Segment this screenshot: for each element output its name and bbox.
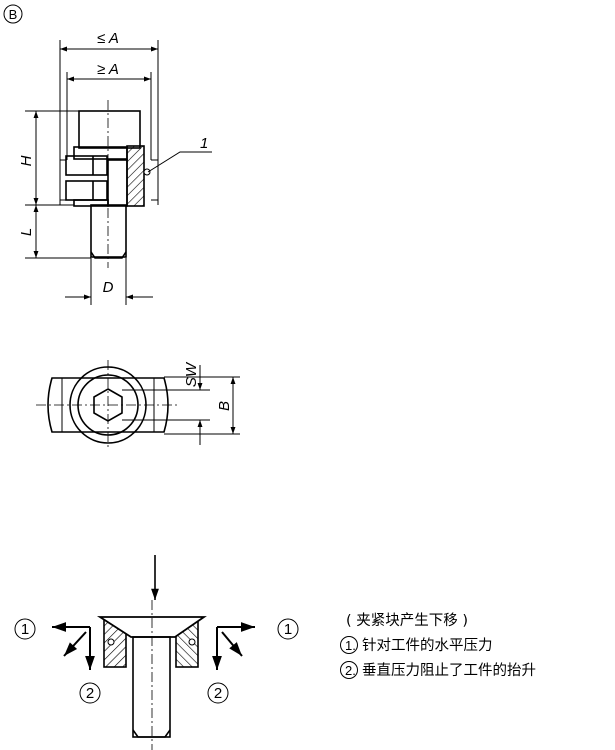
spring-pin xyxy=(143,168,151,176)
dimension-b-label: B xyxy=(216,401,233,411)
nut-lower xyxy=(65,180,108,201)
right-force-arrows xyxy=(212,622,255,670)
caption-2-number: 2. xyxy=(345,663,356,678)
marker-1-left: 1 xyxy=(14,618,36,640)
caption: ( 夹紧块产生下移 ) 1. 针对工件的水平压力 2. 垂直压力阻止了工件的抬升 xyxy=(340,612,536,679)
caption-1-number: 1. xyxy=(345,638,356,653)
marker-1-right: 1 xyxy=(277,618,299,640)
dimension-a-min-label: ≥ A xyxy=(97,61,119,78)
side-view: ≤ A ≥ A H L D 1 xyxy=(18,30,212,305)
caption-1-text: 针对工件的水平压力 xyxy=(362,637,493,654)
dimension-sw-label: SW xyxy=(183,361,200,387)
clamp-body-top xyxy=(47,377,169,433)
dimension-a-max-label: ≤ A xyxy=(97,30,119,47)
item-1-label: 1 xyxy=(200,135,208,152)
top-view: SW B xyxy=(36,360,240,450)
clamp-shaft xyxy=(132,636,171,738)
marker-2-right: 2 xyxy=(207,682,229,704)
clamp-head xyxy=(78,110,141,149)
marker-1-left-text: 1 xyxy=(21,621,29,638)
marker-1-right-text: 1 xyxy=(284,621,292,638)
left-force-arrows xyxy=(52,622,95,670)
marker-2-left-text: 2 xyxy=(86,685,94,702)
view-label-b: B xyxy=(3,4,23,24)
dimension-h-label: H xyxy=(18,155,35,166)
nut-upper xyxy=(65,155,108,176)
dimension-l-label: L xyxy=(18,228,35,236)
view-label-text: B xyxy=(9,7,18,22)
force-diagram: 1 1 2 2 ( 夹紧块产生下移 ) 1. 针对工件的水平压力 2. 垂直压力… xyxy=(14,555,536,750)
marker-2-left: 2 xyxy=(79,682,101,704)
marker-2-right-text: 2 xyxy=(214,685,222,702)
dimension-d-label: D xyxy=(103,279,114,296)
caption-2-text: 垂直压力阻止了工件的抬升 xyxy=(362,662,536,679)
caption-title: ( 夹紧块产生下移 ) xyxy=(346,612,468,629)
clamp-jaw-section xyxy=(126,145,145,207)
threaded-shaft xyxy=(90,204,127,258)
